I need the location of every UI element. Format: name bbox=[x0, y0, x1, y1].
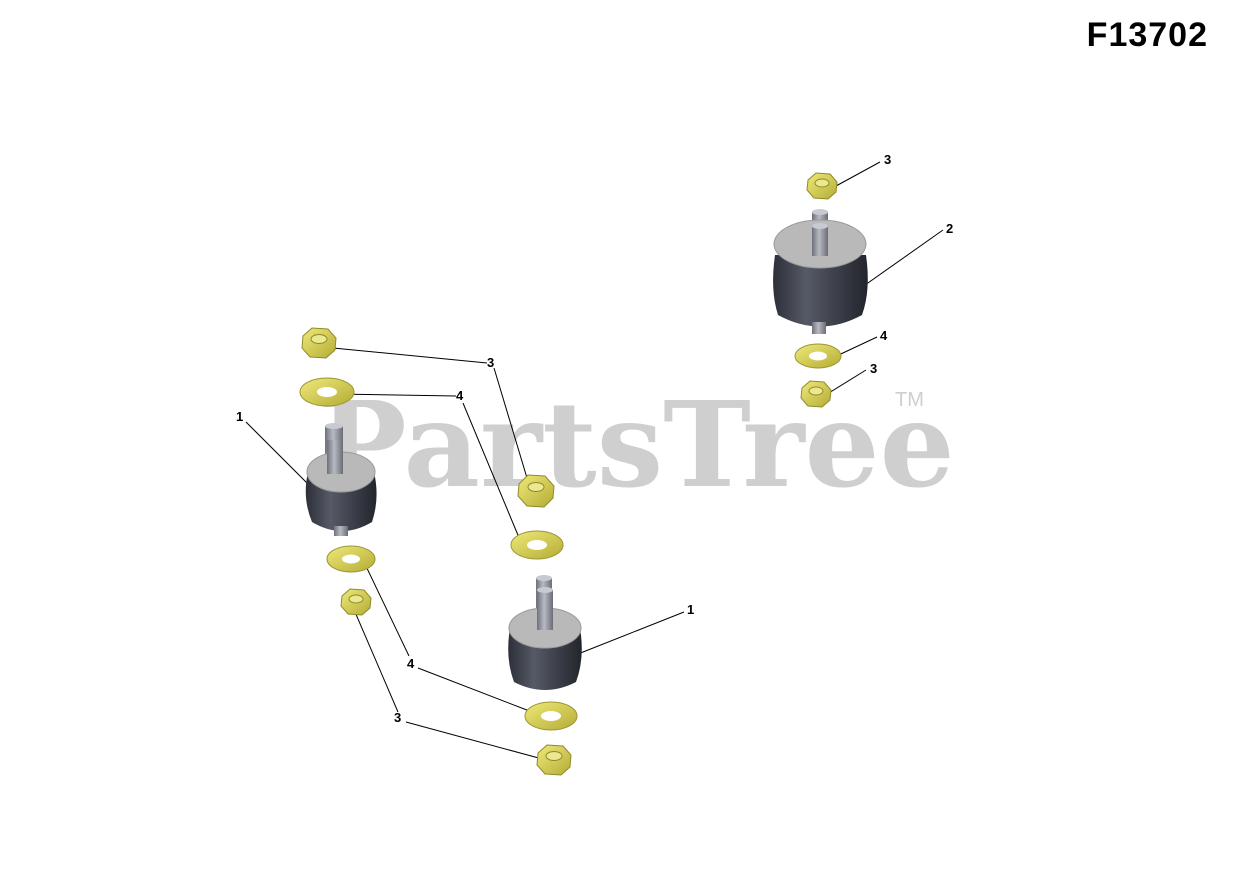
hex-nut bbox=[806, 172, 838, 200]
callout-label: 3 bbox=[870, 361, 877, 376]
leader-line bbox=[363, 561, 410, 657]
leader-line bbox=[332, 347, 488, 364]
callout-label: 4 bbox=[880, 328, 888, 343]
callout-label: 1 bbox=[687, 602, 694, 617]
washer bbox=[524, 701, 578, 731]
leader-line bbox=[417, 667, 533, 713]
leader-line bbox=[577, 611, 685, 655]
hex-nuts-part-3 bbox=[301, 172, 838, 776]
washer bbox=[299, 377, 355, 407]
washer bbox=[326, 545, 376, 573]
washer bbox=[510, 530, 564, 560]
leader-line bbox=[335, 393, 457, 397]
washers-part-4 bbox=[299, 343, 842, 731]
callout-label: 3 bbox=[394, 710, 401, 725]
leader-line bbox=[857, 229, 944, 291]
callout-label: 4 bbox=[407, 656, 415, 671]
hex-nut bbox=[340, 588, 372, 616]
leader-line bbox=[351, 604, 399, 713]
washer bbox=[794, 343, 842, 369]
callout-label: 4 bbox=[456, 388, 464, 403]
hex-nut bbox=[800, 380, 832, 408]
rubber-mount-part-2 bbox=[773, 209, 868, 334]
hex-nut bbox=[536, 744, 572, 776]
callout-label: 2 bbox=[946, 221, 953, 236]
rubber-mount-part-1-left bbox=[305, 423, 377, 536]
callout-label: 3 bbox=[487, 355, 494, 370]
callout-labels: 3 2 4 3 3 4 1 1 4 3 bbox=[236, 152, 953, 725]
callout-label: 3 bbox=[884, 152, 891, 167]
leader-line bbox=[493, 367, 531, 489]
watermark-trademark: TM bbox=[895, 389, 924, 411]
hex-nut bbox=[517, 474, 555, 508]
rubber-mount-part-1-center bbox=[508, 575, 582, 690]
callout-label: 1 bbox=[236, 409, 243, 424]
leader-line bbox=[462, 402, 521, 541]
watermark-text: PartsTree bbox=[318, 375, 955, 514]
hex-nut bbox=[301, 327, 337, 359]
diagram-id: F13702 bbox=[1086, 16, 1208, 54]
leader-line bbox=[405, 721, 547, 761]
watermark: PartsTree TM bbox=[318, 375, 955, 514]
leader-line bbox=[835, 161, 881, 187]
